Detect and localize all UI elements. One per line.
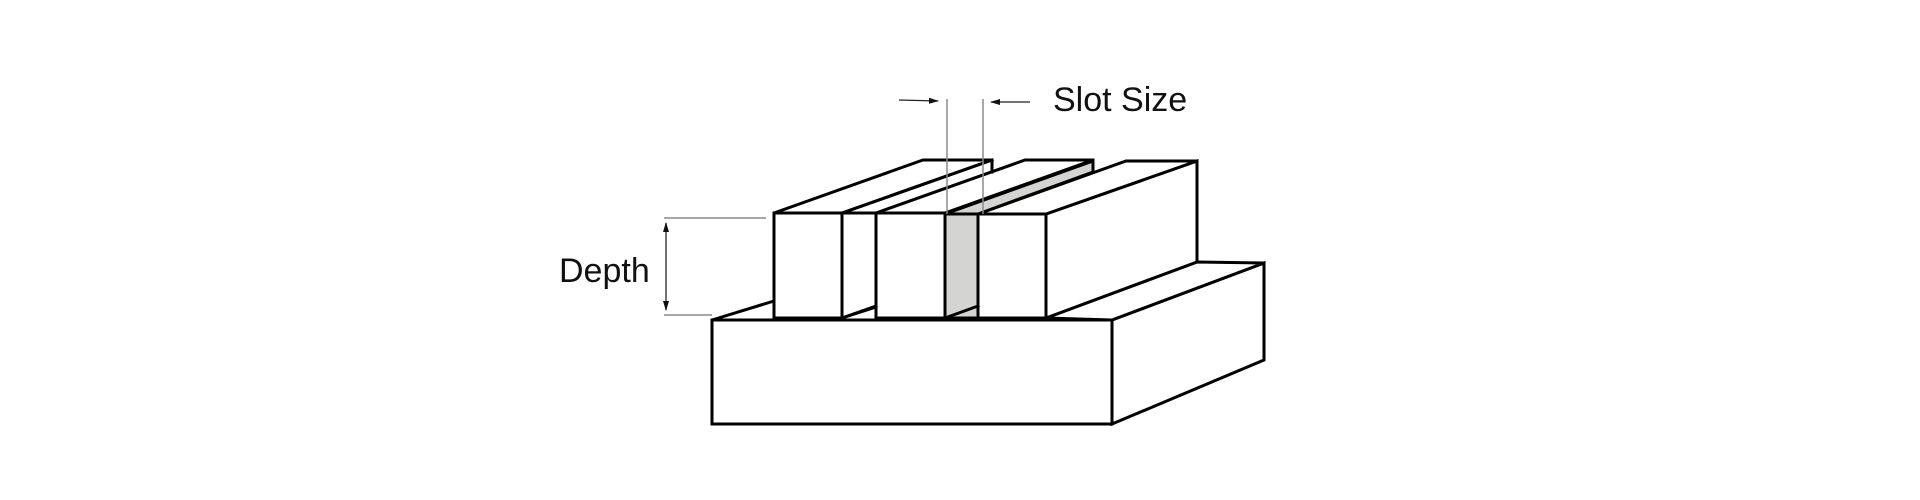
slot-size-dimension: Slot Size [898,81,1187,214]
slot-1 [840,211,878,321]
fin-3 [976,158,1199,321]
depth-dimension: Depth [559,217,766,316]
base-block [710,260,1266,427]
fin-2 [874,158,1095,320]
fin-1 [772,158,994,320]
slot-size-label: Slot Size [1053,81,1187,119]
base-left-step [711,298,776,322]
depth-label: Depth [559,252,650,290]
